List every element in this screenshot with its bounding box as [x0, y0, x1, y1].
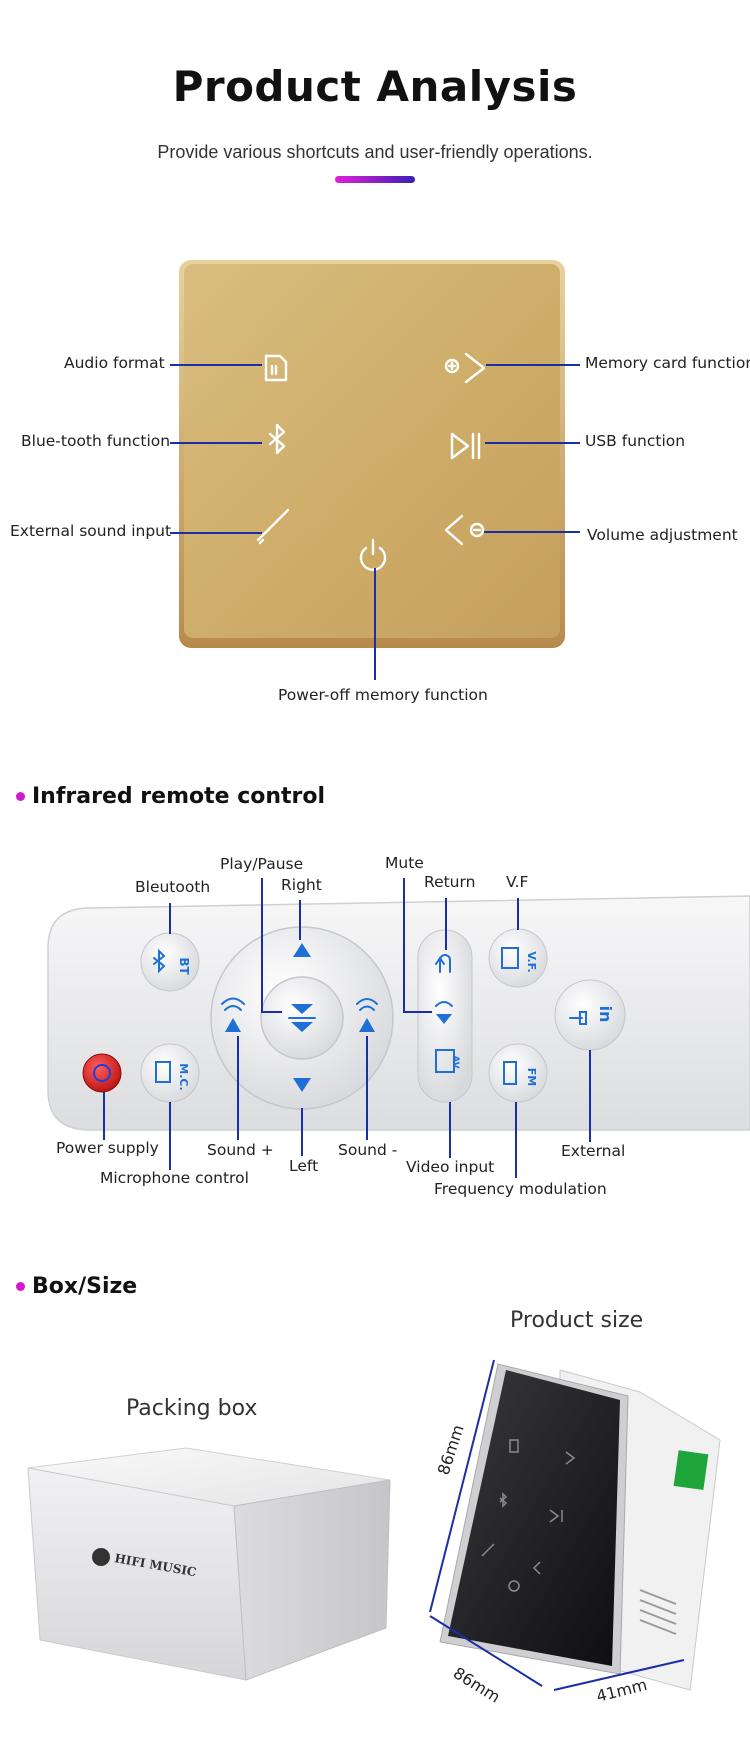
minus-circle-icon	[469, 522, 485, 538]
vf-button	[488, 928, 548, 988]
title-accent-bar	[335, 176, 415, 183]
label-left: Left	[289, 1157, 319, 1175]
dim-height: 86mm	[434, 1422, 468, 1477]
vf-button-text: V.F.	[525, 951, 538, 972]
product-glass	[448, 1370, 620, 1666]
box-logo-mark	[92, 1548, 110, 1566]
mc-button	[140, 1043, 200, 1103]
vent-slots	[639, 1589, 677, 1635]
chevron-left-icon	[444, 514, 464, 546]
box-logo-text: HIFI MUSIC	[113, 1551, 197, 1579]
label-bluetooth-remote: Bleutooth	[135, 878, 211, 896]
box-side	[233, 1479, 391, 1681]
fm-button	[488, 1043, 548, 1103]
caption-product-size: Product size	[510, 1308, 644, 1333]
label-mute: Mute	[385, 854, 424, 872]
product-icons	[481, 1439, 576, 1592]
panel-face	[184, 264, 560, 638]
caption-packing-box: Packing box	[126, 1396, 258, 1421]
fm-icon	[503, 1061, 517, 1085]
dpad-center	[260, 976, 344, 1060]
label-audio-format: Audio format	[64, 354, 165, 372]
bt-button-text: BT	[177, 957, 191, 975]
dpad-down-icon	[293, 1078, 311, 1092]
section-title-box-text: Box/Size	[32, 1274, 138, 1299]
label-memory-card: Memory card function	[585, 354, 750, 372]
label-return: Return	[424, 873, 476, 891]
product-bezel	[439, 1363, 629, 1675]
green-terminal	[673, 1450, 709, 1491]
power-icon	[359, 538, 387, 571]
sd-card-icon	[264, 354, 288, 382]
label-bluetooth: Blue-tooth function	[21, 432, 171, 450]
in-button-text: in	[596, 1006, 615, 1023]
box-top	[27, 1447, 391, 1507]
in-icon	[569, 1011, 587, 1025]
bullet-dot	[16, 1282, 25, 1291]
play-pause-center-icon	[291, 1004, 313, 1032]
dpad-ring	[210, 926, 394, 1110]
section-title-remote-text: Infrared remote control	[32, 784, 326, 809]
bullet-dot	[16, 792, 25, 801]
label-external: External	[561, 1142, 626, 1160]
box-front	[27, 1467, 247, 1681]
dimension-lines	[429, 1359, 685, 1691]
mc-button-text: M.C.	[177, 1063, 190, 1090]
play-pause-icon	[450, 432, 481, 460]
av-button-text: AV	[450, 1055, 460, 1068]
mc-icon	[155, 1061, 171, 1083]
sound-plus-icon	[225, 1018, 241, 1032]
mute-icon	[436, 1014, 452, 1024]
gold-panel-illustration	[170, 260, 580, 680]
av-icon	[435, 1049, 455, 1073]
label-external-input: External sound input	[10, 522, 172, 540]
label-vf: V.F	[506, 873, 529, 891]
page-title: Product Analysis	[172, 62, 578, 111]
vf-icon	[501, 947, 519, 969]
mute-pill	[417, 929, 473, 1103]
remote-body	[47, 895, 750, 1131]
fm-button-text: FM	[525, 1068, 538, 1086]
return-icon	[435, 954, 451, 973]
plus-circle-icon	[444, 358, 460, 374]
page-subtitle: Provide various shortcuts and user-frien…	[157, 142, 593, 162]
label-usb: USB function	[585, 432, 686, 450]
label-sound-minus: Sound -	[338, 1141, 398, 1159]
bt-button	[140, 932, 200, 992]
dim-depth: 41mm	[594, 1675, 649, 1706]
label-frequency: Frequency modulation	[434, 1180, 607, 1198]
label-video-input: Video input	[406, 1158, 495, 1176]
label-volume: Volume adjustment	[587, 526, 738, 544]
label-power-off: Power-off memory function	[278, 686, 488, 704]
label-play-pause: Play/Pause	[220, 855, 304, 873]
label-power-supply: Power supply	[56, 1139, 159, 1157]
product-side	[559, 1369, 721, 1691]
label-microphone: Microphone control	[100, 1169, 249, 1187]
remote-bluetooth-icon	[153, 948, 166, 974]
label-sound-plus: Sound +	[207, 1141, 274, 1159]
sound-minus-icon	[359, 1018, 375, 1032]
in-button	[554, 979, 626, 1051]
jack-icon	[256, 508, 290, 545]
label-right: Right	[281, 876, 322, 894]
power-button	[82, 1053, 122, 1093]
bluetooth-icon	[268, 423, 286, 455]
section-title-box: Box/Size	[16, 1274, 137, 1299]
section-title-remote: Infrared remote control	[16, 784, 325, 809]
dim-width: 86mm	[450, 1663, 504, 1706]
chevron-right-icon	[464, 352, 486, 384]
power-button-icon-ring	[93, 1064, 111, 1082]
dpad-up-icon	[293, 943, 311, 957]
